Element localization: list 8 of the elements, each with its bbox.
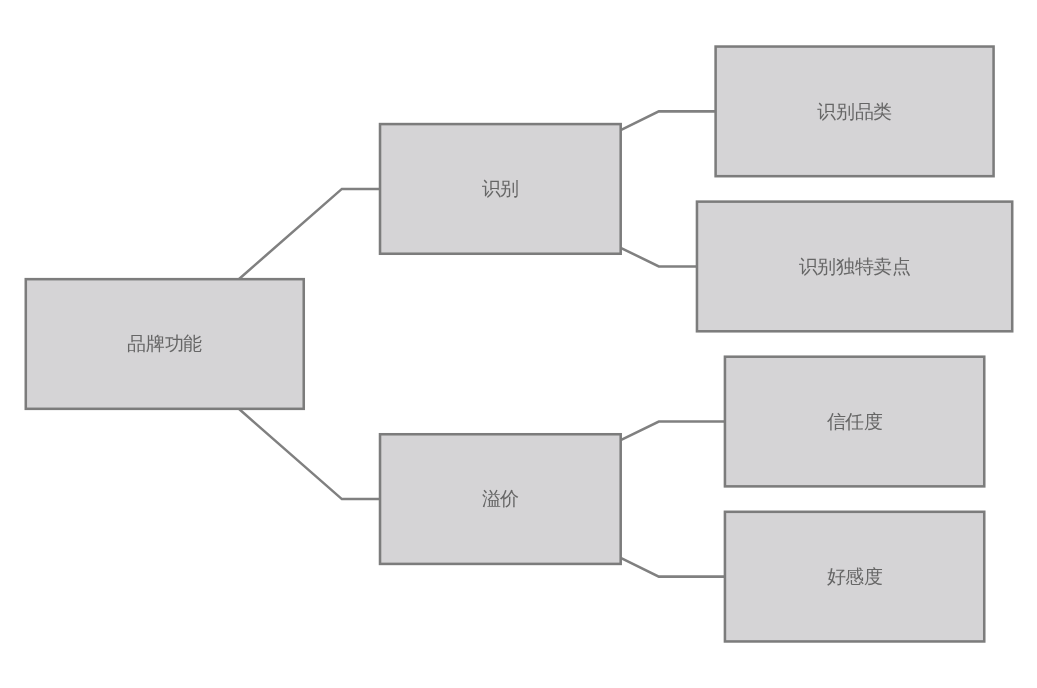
- node-box: 识别: [378, 122, 622, 255]
- node-box: 好感度: [723, 510, 985, 643]
- node-box: 识别品类: [713, 45, 995, 178]
- node-box: 溢价: [378, 433, 622, 566]
- connector: [619, 246, 697, 268]
- node-box: 品牌功能: [24, 277, 305, 411]
- node-box: 信任度: [723, 355, 985, 488]
- node-box: 识别独特卖点: [695, 200, 1013, 333]
